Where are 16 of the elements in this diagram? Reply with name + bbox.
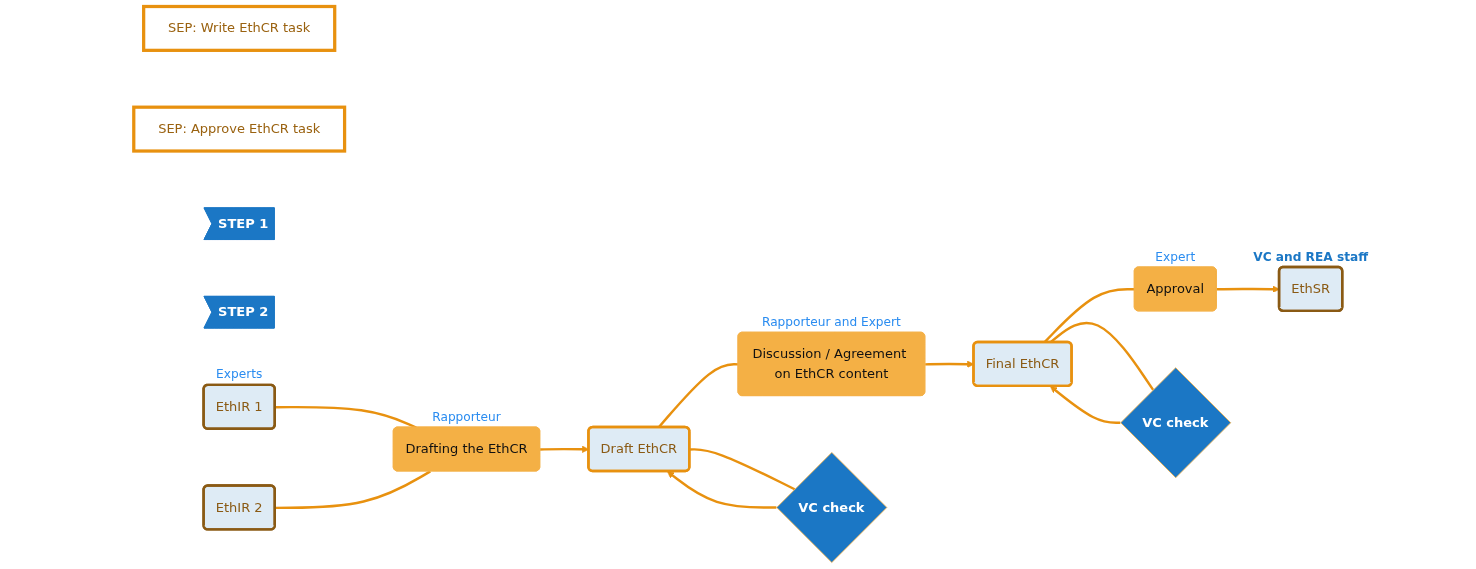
- node-diamond: VC check: [776, 452, 888, 563]
- arrow: [667, 471, 777, 509]
- role-label: Rapporteur and Expert: [761, 314, 901, 329]
- role-label: Expert: [1155, 249, 1196, 264]
- node-box: SEP: Approve EthCR task: [132, 105, 347, 153]
- arrow: [1050, 385, 1121, 424]
- connector: [275, 405, 417, 429]
- connector: [1049, 321, 1155, 391]
- connector: [689, 448, 796, 491]
- node-box: SEP: Write EthCR task: [142, 4, 337, 52]
- role-label: VC and REA staff: [1253, 249, 1368, 264]
- role-label: Experts: [216, 367, 263, 382]
- arrow: [1216, 285, 1280, 293]
- node-diamond: VC check: [1120, 367, 1232, 479]
- role-label: Rapporteur: [432, 409, 501, 424]
- connector: [275, 470, 431, 510]
